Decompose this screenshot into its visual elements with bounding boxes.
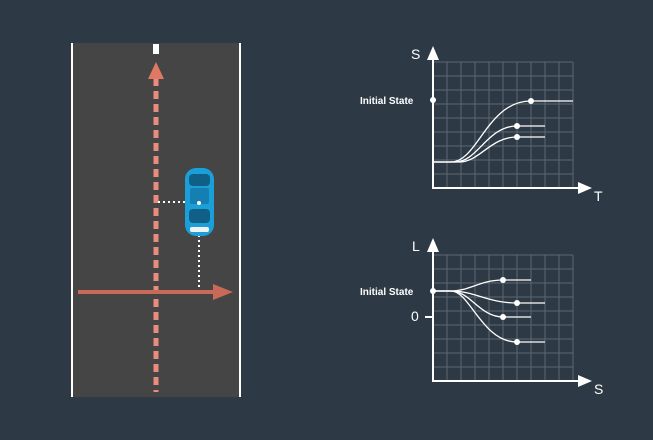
l-s-y-axis-arrowhead xyxy=(427,238,439,252)
road-scene xyxy=(71,43,241,397)
l-s-end-point xyxy=(514,300,520,306)
l-s-end-point xyxy=(500,277,506,283)
l-s-x-axis-label: S xyxy=(594,381,603,397)
s-t-graph: S T Initial State xyxy=(360,46,603,204)
s-t-x-axis-arrowhead xyxy=(578,182,592,194)
l-s-x-axis-arrowhead xyxy=(578,375,592,387)
s-t-x-axis-label: T xyxy=(594,188,603,204)
s-t-end-point xyxy=(514,123,520,129)
reference-line-arrowhead xyxy=(148,62,164,79)
l-s-initial-state-label: Initial State xyxy=(360,287,414,298)
l-s-zero-label: 0 xyxy=(411,308,419,324)
s-t-y-axis-arrowhead xyxy=(427,46,439,60)
car-top-view-icon xyxy=(185,168,214,236)
l-s-y-axis-label: L xyxy=(412,238,420,254)
l-s-end-point xyxy=(500,314,506,320)
s-t-end-point xyxy=(514,134,520,140)
l-s-end-point xyxy=(514,339,520,345)
s-t-initial-state-label: Initial State xyxy=(360,96,414,107)
s-t-grid xyxy=(433,61,574,187)
s-t-y-axis-label: S xyxy=(411,46,420,62)
s-t-end-point xyxy=(528,98,534,104)
s-direction-arrowhead xyxy=(213,284,233,300)
reference-line-start-mark xyxy=(153,44,159,54)
l-s-initial-state-dot xyxy=(430,288,436,294)
l-s-graph: L S Initial State 0 xyxy=(360,238,603,397)
l-s-grid xyxy=(433,254,574,380)
s-t-initial-state-dot xyxy=(430,97,436,103)
